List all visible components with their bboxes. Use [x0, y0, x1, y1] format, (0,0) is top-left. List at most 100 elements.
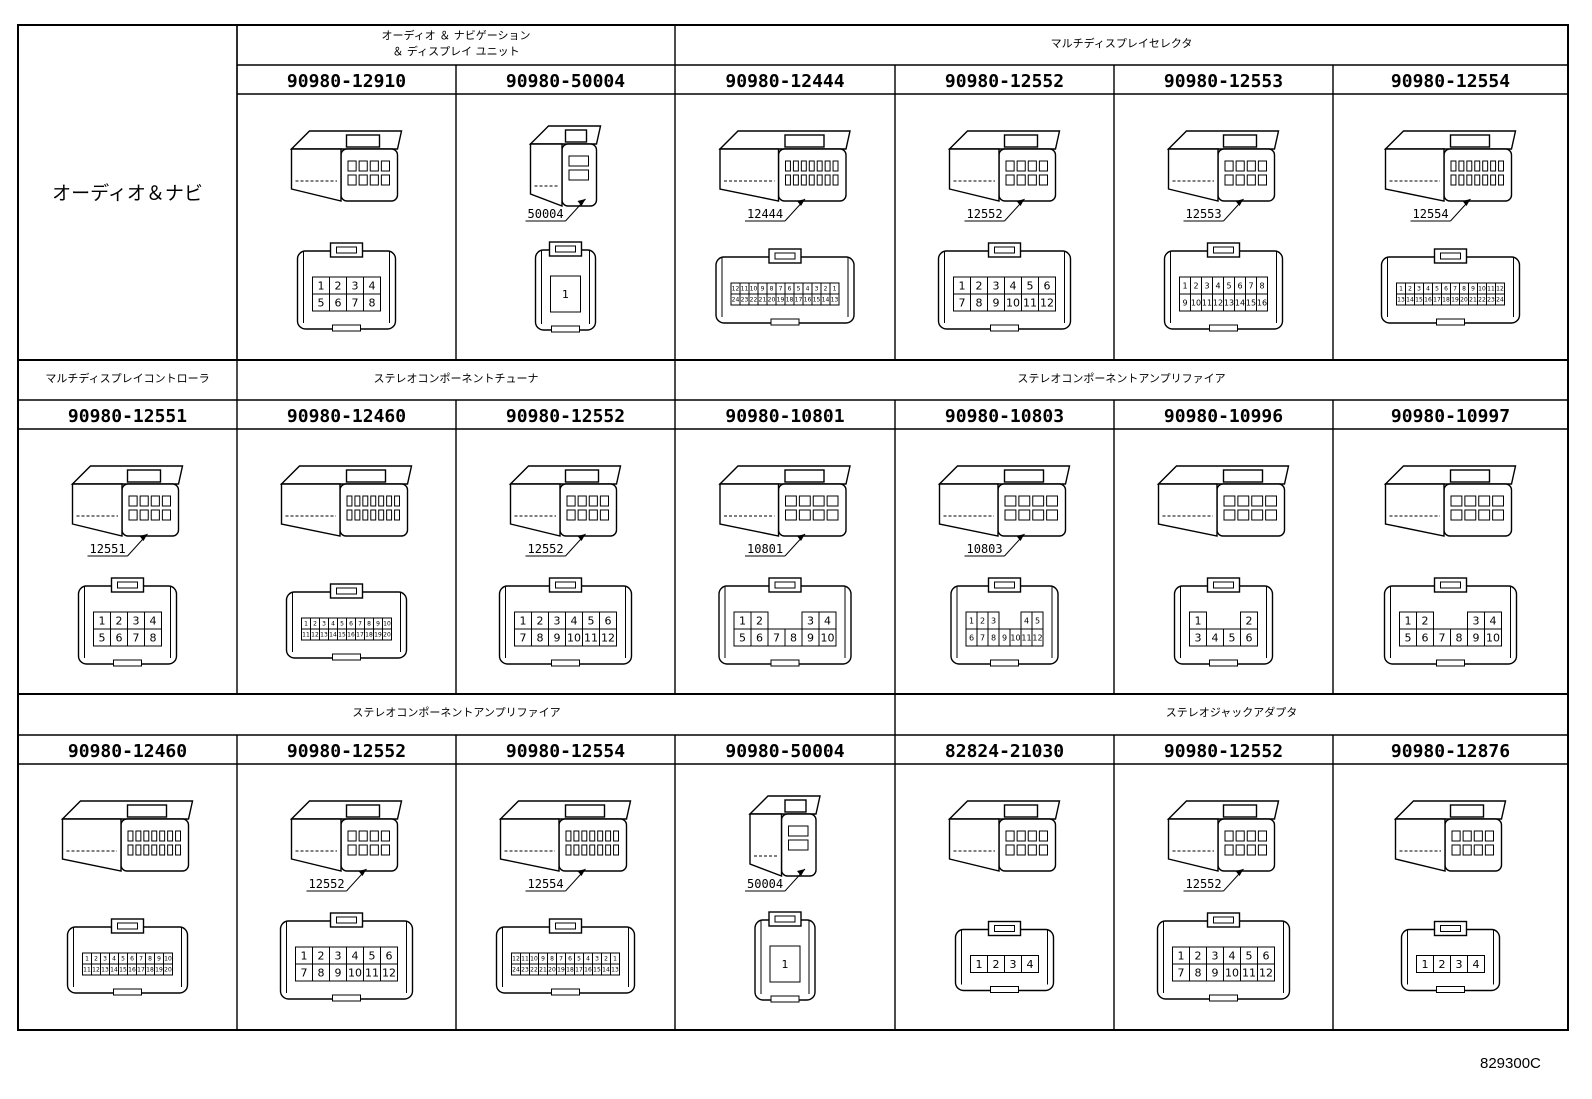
pin-number: 8: [790, 631, 797, 644]
lock-window: [774, 252, 796, 260]
cavity: [1257, 830, 1267, 842]
latch: [784, 799, 807, 813]
connector-3d-drawing: [1383, 465, 1517, 537]
callout-label: 12551: [90, 542, 126, 556]
cavity: [1235, 844, 1245, 856]
cavity: [1450, 509, 1463, 521]
cavity: [1027, 830, 1037, 842]
lock-tab: [987, 577, 1022, 593]
side-label: オーディオ＆ナビ: [52, 183, 203, 205]
pin-number: 5: [1035, 616, 1040, 625]
pin-number: 8: [976, 296, 983, 309]
cavity: [808, 160, 815, 172]
cavity: [785, 174, 791, 186]
cavity: [1450, 495, 1463, 507]
pin-cavity: [769, 945, 801, 983]
cavity: [568, 169, 589, 181]
cavity: [1005, 160, 1015, 172]
pin-number: 6: [1263, 949, 1270, 962]
cavity: [1482, 174, 1489, 186]
cavity: [599, 509, 609, 521]
pin-number: 7: [352, 296, 359, 309]
pin-number: 11: [521, 956, 529, 963]
part-number: 90980-12552: [287, 741, 406, 762]
cavity: [346, 495, 353, 507]
pin-number: 4: [806, 286, 810, 293]
pin-cavity: [818, 628, 837, 647]
cavity: [378, 495, 385, 507]
cavity: [565, 844, 572, 856]
pin-cavity: [1038, 293, 1056, 312]
bottom-key: [770, 318, 800, 326]
pin-number: 6: [335, 296, 342, 309]
pin-number: 2: [604, 956, 608, 963]
latch: [564, 129, 588, 143]
pin-number: 21: [1469, 297, 1477, 304]
connector-3d-drawing: [1383, 130, 1517, 202]
cavity: [1451, 844, 1461, 856]
pin-number: 10: [1478, 286, 1486, 293]
connector-3d-drawing: [289, 130, 403, 202]
callout-label: 50004: [528, 207, 564, 221]
cavity: [347, 174, 357, 186]
pin-number: 9: [157, 956, 161, 963]
cavity: [573, 844, 580, 856]
cavity: [566, 495, 576, 507]
pin-number: 3: [322, 621, 326, 628]
cavity: [347, 160, 357, 172]
pin-number: 3: [1212, 949, 1219, 962]
pin-number: 4: [1024, 616, 1029, 625]
lock-tab: [1433, 920, 1468, 937]
cavity: [577, 495, 587, 507]
cavity: [386, 509, 393, 521]
lock-window: [555, 581, 576, 589]
pin-number: 2: [94, 956, 98, 963]
pin-number: 1: [318, 279, 325, 292]
group-label: ステレオコンポーネントアンプリファイア: [352, 706, 560, 719]
cavity: [127, 830, 134, 842]
pin-number: 11: [1202, 298, 1212, 307]
callout-arrowhead: [577, 199, 586, 206]
body-side-face: [948, 818, 1000, 872]
cavity: [1451, 830, 1461, 842]
pin-number: 12: [311, 632, 319, 639]
cavity: [1478, 495, 1491, 507]
cavity: [1018, 509, 1031, 521]
pin-number: 6: [1237, 281, 1242, 290]
lock-tab: [768, 577, 802, 593]
pin-number: 3: [1417, 286, 1421, 293]
pin-number: 7: [1439, 631, 1446, 644]
cavity: [161, 509, 171, 521]
bottom-key: [551, 325, 580, 333]
pin-number: 10: [567, 631, 581, 644]
pin-number: 5: [369, 949, 376, 962]
pin-number: 6: [756, 631, 763, 644]
cavity: [1492, 509, 1504, 521]
body-side-face: [1167, 148, 1219, 202]
pin-number: 2: [116, 614, 123, 627]
cavity: [358, 174, 368, 186]
part-number: 90980-12460: [287, 406, 406, 427]
body-side-face: [71, 483, 123, 537]
cavity: [1257, 174, 1267, 186]
part-callout: 12552: [306, 868, 367, 892]
lock-tab: [1206, 242, 1241, 258]
pin-number: 21: [759, 297, 767, 304]
latch: [1449, 134, 1491, 148]
lock-tab: [1433, 248, 1468, 264]
cavity: [1237, 509, 1250, 521]
part-callout: 12552: [1183, 868, 1244, 892]
pin-number: 3: [993, 279, 1000, 292]
bottom-key: [1436, 986, 1465, 993]
callout-label: 10803: [967, 542, 1003, 556]
pin-number: 9: [761, 286, 765, 293]
cavity: [826, 495, 839, 507]
pin-number: 6: [1444, 286, 1448, 293]
cavity: [785, 160, 791, 172]
pin-number: 4: [571, 614, 578, 627]
pin-cavity: [1467, 955, 1485, 973]
